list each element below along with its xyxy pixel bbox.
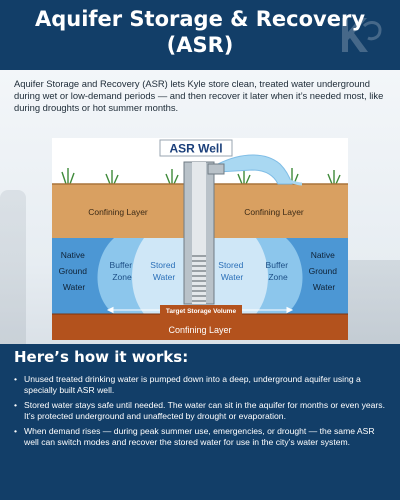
stored-left-line-1: Stored xyxy=(150,260,175,270)
native-right-line-2: Ground xyxy=(309,266,338,276)
buffer-left-line-2: Zone xyxy=(112,272,132,282)
svg-text:Buffer Zone: Buffer Zone xyxy=(110,260,135,282)
step-3: When demand rises — during peak summer u… xyxy=(14,426,390,447)
well-screen xyxy=(192,255,206,302)
city-logo-icon xyxy=(342,18,382,52)
step-2: Stored water stays safe until needed. Th… xyxy=(14,400,390,421)
native-left-line-3: Water xyxy=(63,282,86,292)
intro-paragraph: Aquifer Storage and Recovery (ASR) lets … xyxy=(14,78,384,113)
confining-layer-top-right-label: Confining Layer xyxy=(244,207,304,217)
native-left-line-1: Native xyxy=(61,250,85,260)
header-banner: Aquifer Storage & Recovery (ASR) xyxy=(0,0,400,70)
stored-left-line-2: Water xyxy=(153,272,176,282)
native-right-line-3: Water xyxy=(313,282,336,292)
confining-layer-top-left-label: Confining Layer xyxy=(88,207,148,217)
svg-text:Stored Water: Stored Water xyxy=(150,260,177,282)
buffer-right-line-1: Buffer xyxy=(266,260,289,270)
confining-layer-bottom-label: Confining Layer xyxy=(168,325,231,335)
page-title: Aquifer Storage & Recovery (ASR) xyxy=(0,6,400,58)
svg-text:Native Ground Water: Native Ground Water xyxy=(59,250,90,292)
svg-text:Buffer Zone: Buffer Zone xyxy=(266,260,291,282)
how-it-works-panel xyxy=(0,344,400,500)
stored-right-line-1: Stored xyxy=(218,260,243,270)
buffer-right-line-2: Zone xyxy=(268,272,288,282)
water-flow-icon xyxy=(217,154,293,185)
asr-diagram: ASR Well Confining Layer Confining Layer… xyxy=(52,138,348,340)
confining-layer-bottom xyxy=(52,314,348,340)
native-left-line-2: Ground xyxy=(59,266,88,276)
stored-right-line-2: Water xyxy=(221,272,244,282)
buffer-left-line-1: Buffer xyxy=(110,260,133,270)
steps-list: Unused treated drinking water is pumped … xyxy=(14,374,390,453)
target-volume-label: Target Storage Volume xyxy=(166,308,237,315)
how-it-works-title: Here’s how it works: xyxy=(14,348,189,366)
native-right-line-1: Native xyxy=(311,250,335,260)
well-label-box xyxy=(159,139,233,157)
svg-text:Native Ground Water: Native Ground Water xyxy=(309,250,340,292)
step-1: Unused treated drinking water is pumped … xyxy=(14,374,390,395)
well-label: ASR Well xyxy=(169,142,222,156)
title-line-1: Aquifer Storage & Recovery xyxy=(34,7,366,31)
svg-text:Stored Water: Stored Water xyxy=(218,260,245,282)
title-line-2: (ASR) xyxy=(166,33,234,57)
